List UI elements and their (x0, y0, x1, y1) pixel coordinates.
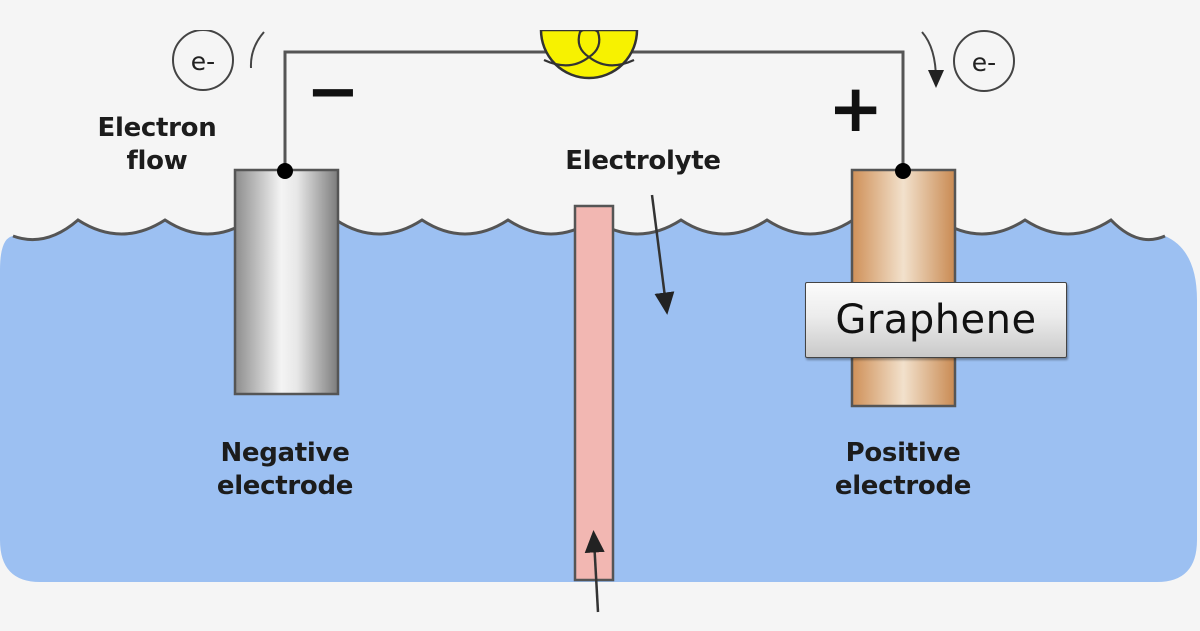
electron-right-label: e- (972, 48, 996, 77)
electron-flow-arc-left (249, 31, 265, 69)
separator-pointer-arrow (584, 530, 605, 613)
positive-terminal-dot (895, 163, 911, 179)
negative-electrode (233, 168, 340, 396)
electron-icon-right: e- (953, 30, 1015, 92)
negative-electrode-label: Negative electrode (190, 437, 380, 502)
graphene-label-box: Graphene (805, 282, 1067, 358)
electrolyte-label: Electrolyte (565, 146, 721, 176)
separator-membrane (573, 204, 615, 582)
electron-icon-left: e- (172, 29, 234, 91)
positive-electrode-line-2: electrode (834, 470, 972, 501)
top-clip (0, 0, 1200, 30)
electron-flow-line-1: Electron (97, 113, 217, 143)
positive-sign: + (828, 70, 884, 147)
electron-flow-arrow-right (921, 31, 944, 88)
positive-electrode-line-1: Positive (845, 438, 961, 468)
electron-left-label: e- (191, 47, 215, 76)
negative-electrode-line-2: electrode (216, 470, 354, 501)
electrolyte-pointer-arrow (650, 194, 675, 315)
electron-flow-label: Electron flow (72, 112, 242, 177)
positive-electrode-label: Positive electrode (808, 437, 998, 502)
light-bulb-icon (539, 27, 639, 80)
negative-sign: − (306, 55, 360, 129)
negative-terminal-dot (277, 163, 293, 179)
electron-flow-line-2: flow (126, 145, 188, 176)
negative-electrode-line-1: Negative (220, 438, 350, 468)
